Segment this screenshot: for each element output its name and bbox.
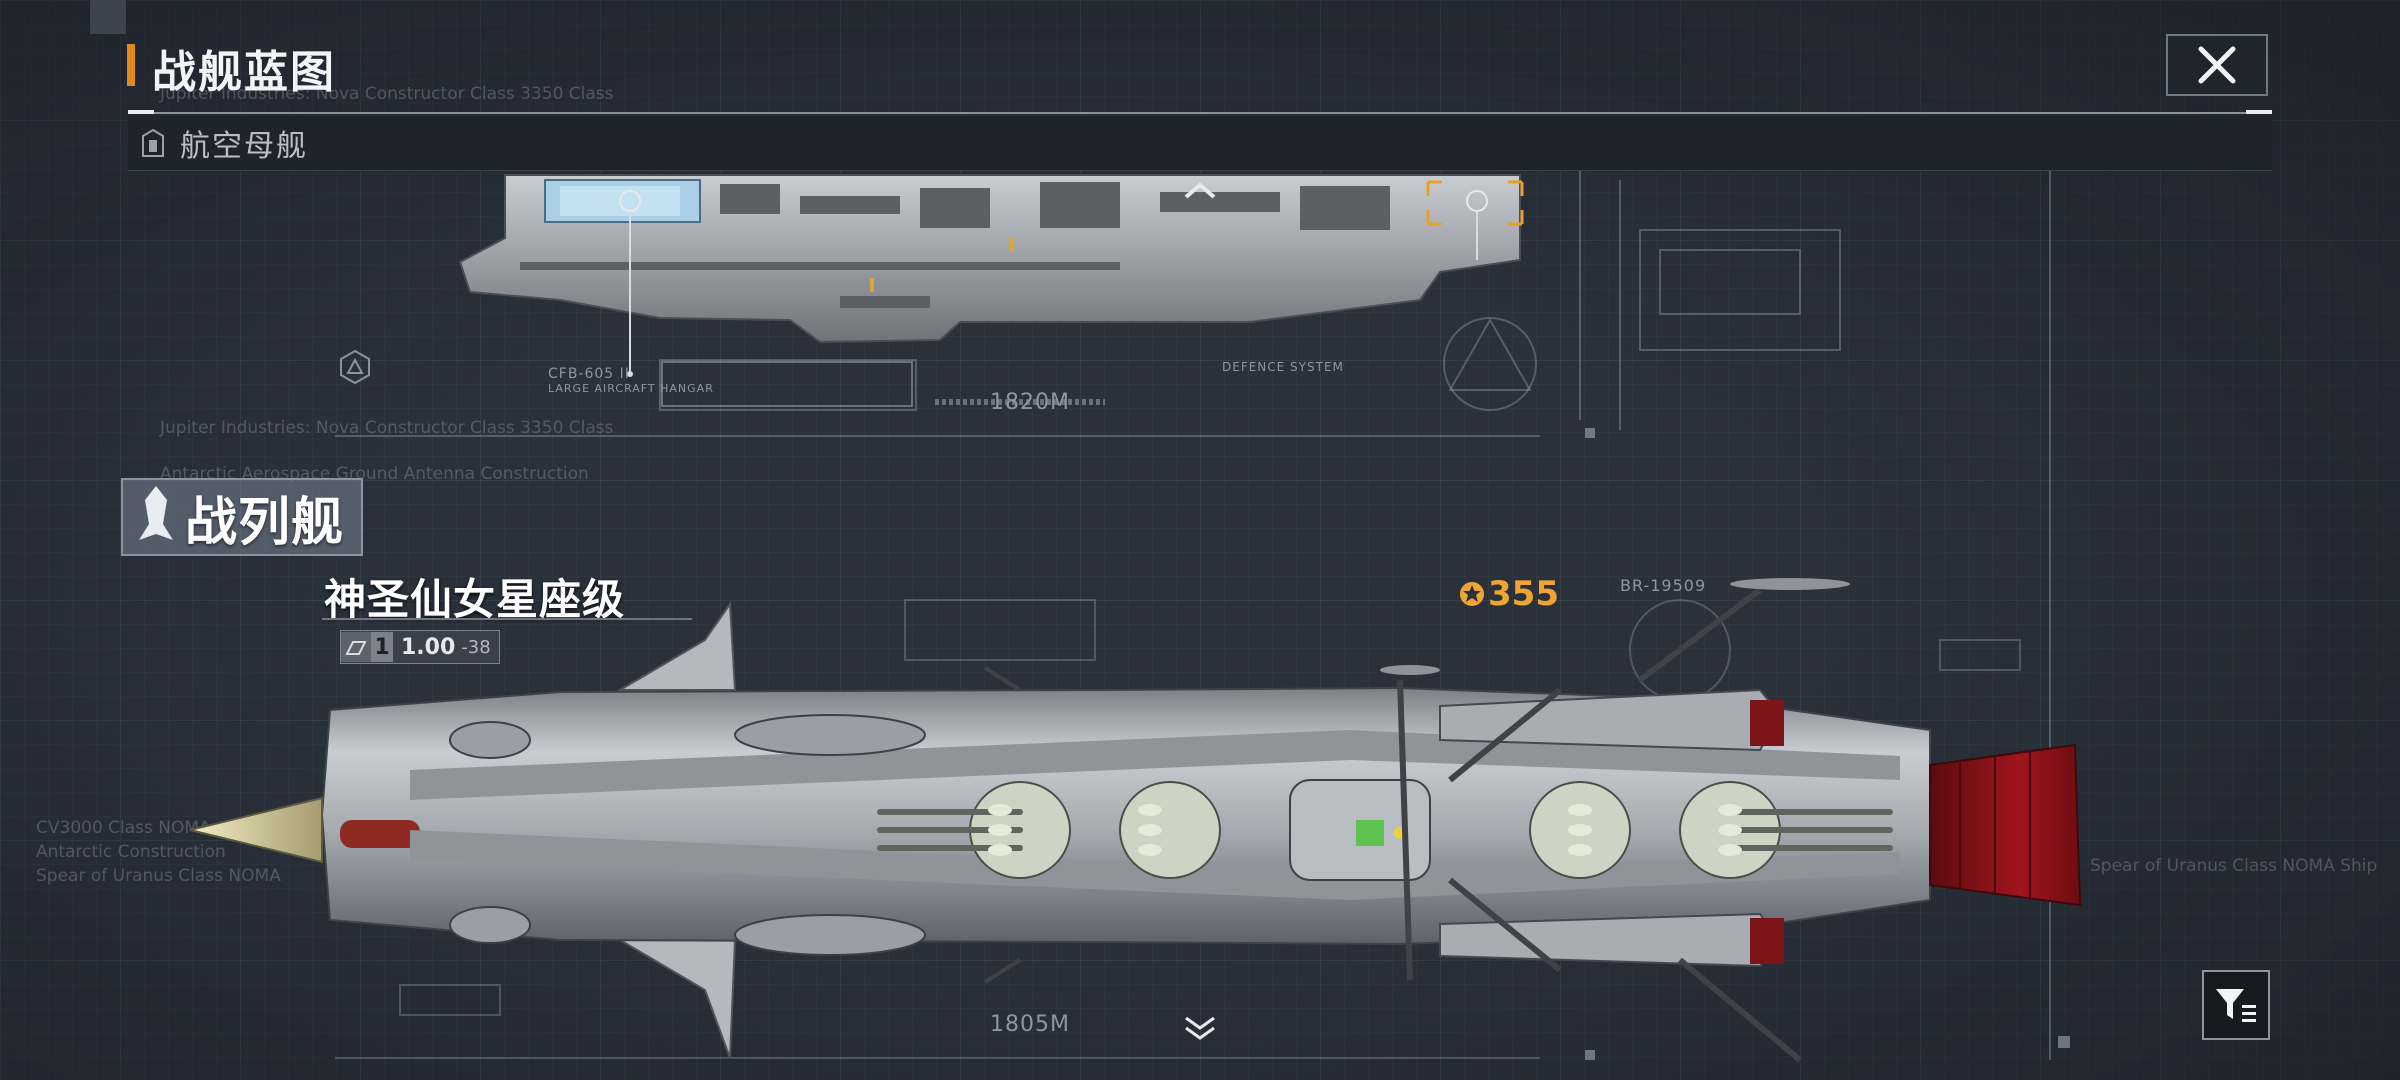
ship-code: BR-19509 [1620, 576, 1707, 595]
carrier-ship-preview [458, 174, 1524, 407]
carrier-hangar-sub: LARGE AIRCRAFT HANGAR [548, 382, 714, 395]
section-tag-battleship: 战列舰 [121, 478, 363, 556]
bg-text-1: Jupiter Industries: Nova Constructor Cla… [160, 84, 614, 104]
scroll-up-button[interactable] [1178, 176, 1222, 206]
ship-name-underline [322, 618, 692, 620]
section-label: 战列舰 [185, 492, 345, 553]
ship-stat-value: 1.00 [401, 634, 456, 660]
battleship-class-icon [139, 486, 173, 540]
category-bar[interactable]: 航空母舰 [128, 116, 2272, 171]
rank-badge-icon [341, 632, 371, 662]
chevron-up-icon [1184, 182, 1216, 199]
ship-cost: 355 [1458, 574, 1559, 614]
bg-text-6: Spear of Uranus Class NOMA [36, 866, 281, 886]
corner-decoration [90, 0, 126, 34]
battleship-ship [189, 578, 2082, 1063]
bg-text-4: CV3000 Class NOMA [36, 818, 211, 838]
cost-medal-icon [1460, 582, 1484, 606]
ship-stat-sub: -38 [461, 636, 491, 658]
chevron-down-double-icon [1185, 1016, 1215, 1040]
close-button[interactable] [2166, 34, 2268, 96]
filter-icon [2216, 989, 2256, 1022]
ship-tier: 1 [371, 632, 393, 662]
bg-text-5: Antarctic Construction [36, 842, 226, 862]
bg-text-7: Spear of Uranus Class NOMA Ship [2090, 856, 2378, 876]
close-icon [2198, 46, 2236, 84]
carrier-length-label: 1820M [990, 390, 1070, 415]
carrier-icon [142, 128, 164, 157]
ship-length-label: 1805M [990, 1012, 1070, 1037]
title-accent-bar [127, 44, 135, 86]
filter-button[interactable] [2202, 970, 2270, 1040]
page-title: 战舰蓝图 [152, 47, 336, 98]
header-divider-cap-left [128, 110, 154, 114]
category-label: 航空母舰 [180, 129, 308, 164]
header-divider-cap-right [2246, 110, 2272, 114]
carrier-system-label: DEFENCE SYSTEM [1222, 360, 1344, 374]
header-divider [128, 112, 2272, 114]
ship-name[interactable]: 神圣仙女星座级 [324, 575, 626, 624]
carrier-hangar-label: CFB-605 II [548, 366, 630, 382]
scroll-down-button[interactable] [1178, 1014, 1222, 1044]
ship-stats: 1 1.00 -38 [340, 630, 500, 664]
hexagon-icon [337, 349, 373, 385]
bg-text-2: Jupiter Industries: Nova Constructor Cla… [160, 418, 614, 438]
cost-value: 355 [1488, 574, 1559, 614]
